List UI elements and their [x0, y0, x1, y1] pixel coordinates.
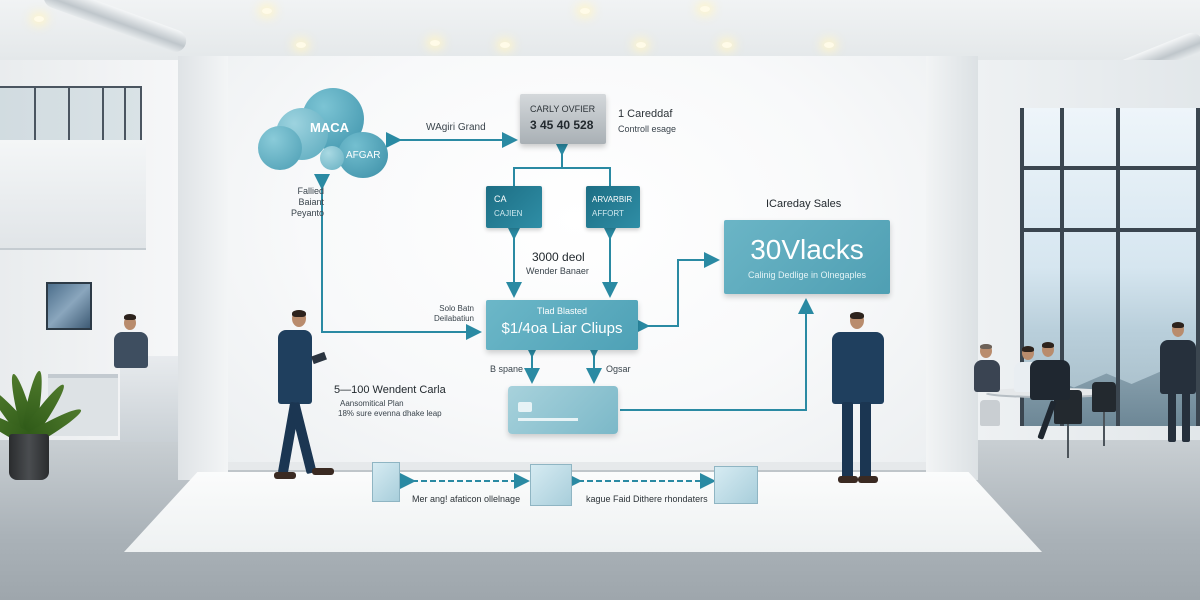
bubble-small-right: [338, 132, 388, 178]
kpi-caption: ICareday Sales: [766, 198, 842, 210]
chair-base: [1103, 412, 1105, 446]
tile-right-line2: AFFORT: [592, 209, 624, 218]
bubble-main-label: MACA: [310, 120, 349, 135]
ceiling-light: [580, 8, 590, 14]
arrow-hub-kpi: [634, 252, 720, 334]
left-caption-line: Fallied: [297, 186, 324, 196]
card-stripe: [518, 418, 578, 421]
ceiling-light: [34, 16, 44, 22]
ceiling-light: [296, 42, 306, 48]
bubble-small-left: [258, 126, 302, 170]
plant-pot: [9, 434, 49, 480]
chair-base: [1067, 424, 1069, 458]
office-chair: [1092, 382, 1116, 412]
top-arrow-label: WAgiri Grand: [426, 122, 486, 133]
tile-left-line2: CAJIEN: [494, 209, 523, 218]
arrow-card-kpi: [620, 298, 814, 411]
ceiling-light: [722, 42, 732, 48]
hub-sub-right: Ogsar: [606, 364, 631, 374]
kpi-card: 30Vlacks Calinig Dedlige in Olnegaples: [724, 220, 890, 294]
hub-side-label-line: Solo Batn: [439, 304, 474, 313]
right-pillar: [926, 56, 978, 480]
card-chip: [518, 402, 532, 412]
tile-right-line1: ARVARBIR: [592, 195, 633, 204]
floor-package-center: [530, 464, 572, 506]
central-hub: Tlad Blasted $1/4oa Liar Cliups: [486, 300, 638, 350]
ceiling-light: [500, 42, 510, 48]
top-card-side-title: 1 Careddaf: [618, 108, 673, 120]
left-caption-line: Peyanto: [290, 208, 324, 218]
tile-left: CA CAJIEN: [486, 186, 542, 228]
wall-baseboard: [228, 462, 926, 470]
hub-sub-left: B spane: [490, 364, 524, 374]
middle-label-subtitle: Wender Banaer: [526, 266, 589, 276]
left-pillar: [178, 56, 228, 480]
tile-left-line1: CA: [494, 194, 507, 204]
office-chair: [980, 400, 1000, 426]
middle-label-title: 3000 deol: [532, 250, 585, 264]
balcony: [0, 140, 146, 250]
tile-right: ARVARBIR AFFORT: [586, 186, 640, 228]
arrow-bubble-hub: [314, 174, 482, 340]
floor-package-right: [714, 466, 758, 504]
bracket-top: [513, 167, 611, 186]
ceiling-light: [700, 6, 710, 12]
top-card-line2: 3 45 40 528: [530, 118, 594, 132]
bubble-small-label: AFGAR: [346, 150, 381, 161]
wendent-line2: Aansomitical Plan: [340, 399, 404, 408]
hub-top-label: Tlad Blasted: [536, 306, 588, 316]
ceiling: [0, 0, 1200, 60]
floor-label-left: Mer ang! afaticon ollelnage: [412, 494, 521, 504]
hub-main-label: $1/4oa Liar Cliups: [501, 320, 623, 337]
ceiling-light: [430, 40, 440, 46]
ceiling-light: [262, 8, 272, 14]
ceiling-light: [636, 42, 646, 48]
bubble-tiny: [320, 146, 344, 170]
left-caption: Fallied Baiant Peyanto: [272, 186, 324, 219]
floor-package-left: [372, 462, 400, 502]
hub-side-label-line: Deilabatiun: [433, 314, 474, 323]
ceiling-light: [824, 42, 834, 48]
kpi-sub-label: Calinig Dedlige in Olnegaples: [747, 270, 867, 280]
kpi-big-value: 30Vlacks: [750, 234, 864, 265]
top-card-line1: CARLY OVFIER: [530, 104, 596, 114]
top-summary-card: CARLY OVFIER 3 45 40 528: [520, 94, 606, 144]
top-card-side-subtitle: Controll esage: [618, 124, 677, 134]
left-caption-line: Baiant: [298, 197, 324, 207]
wendent-line3: 18% sure evenna dhake leap: [338, 409, 442, 418]
hub-side-label: Solo Batn Deilabatiun: [420, 304, 474, 324]
wendent-title: 5—100 Wendent Carla: [334, 384, 446, 396]
floor-label-right: kague Faid Dithere rhondaters: [586, 494, 708, 504]
payment-card: [508, 386, 618, 434]
reception-counter: [120, 356, 180, 442]
wall-painting: [46, 282, 92, 330]
